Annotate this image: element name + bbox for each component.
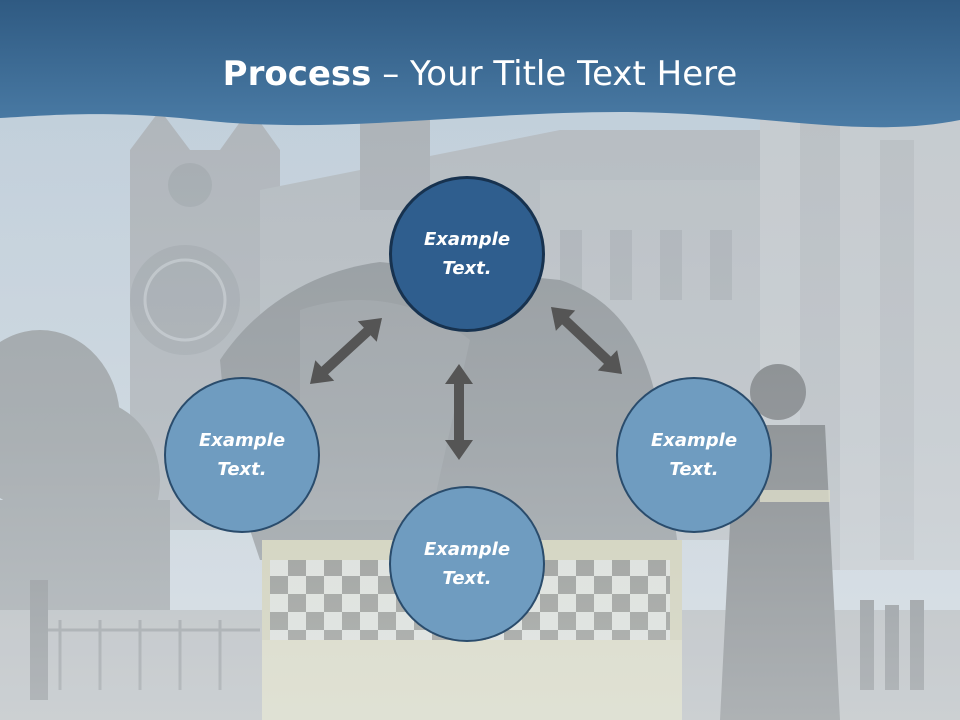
node-label: Example Text. — [423, 539, 511, 589]
title-dash: – — [371, 54, 411, 94]
title-rest: Your Title Text Here — [410, 54, 738, 94]
title-bold: Process — [222, 54, 372, 94]
process-node-right: Example Text. — [616, 377, 772, 533]
process-node-left: Example Text. — [164, 377, 320, 533]
node-label: Example Text. — [650, 430, 738, 480]
header-band — [0, 0, 960, 128]
process-node-top: Example Text. — [389, 176, 545, 332]
process-node-bottom: Example Text. — [389, 486, 545, 642]
node-label: Example Text. — [423, 229, 511, 279]
node-label: Example Text. — [198, 430, 286, 480]
arrow-group — [310, 307, 622, 460]
double-headed-arrow-icon — [310, 318, 382, 384]
double-headed-arrow-icon — [445, 364, 473, 460]
double-headed-arrow-icon — [551, 307, 622, 374]
page-title: Process – Your Title Text Here — [0, 52, 960, 96]
